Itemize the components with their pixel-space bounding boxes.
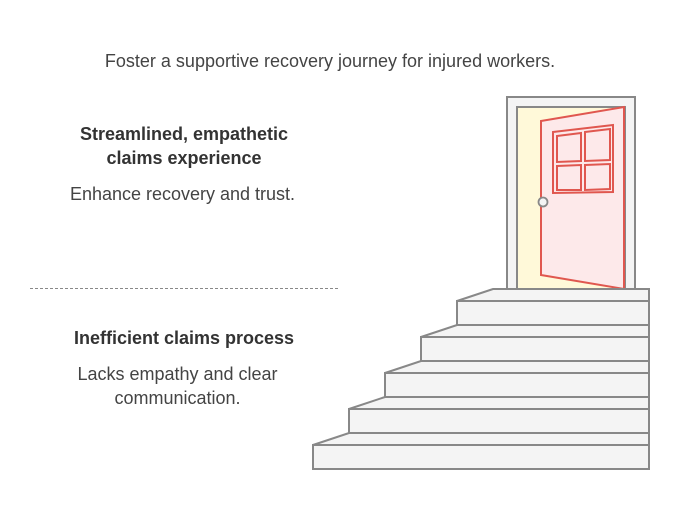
stair-step-5 — [420, 324, 650, 362]
stair-step-2 — [312, 432, 650, 470]
stair-step-6 — [456, 288, 650, 326]
top-heading-line-2: claims experience — [106, 148, 262, 168]
stair-step-3 — [348, 396, 650, 434]
section-divider — [30, 288, 338, 289]
door-window-icon — [552, 123, 614, 195]
bottom-description-line-2: communication. — [114, 388, 241, 408]
bottom-description-line-1: Lacks empathy and clear — [77, 364, 278, 384]
bottom-section-description: Lacks empathy and clear communication. — [30, 362, 325, 410]
top-heading-line-1: Streamlined, empathetic — [79, 124, 289, 144]
door-knob-icon — [537, 196, 549, 208]
top-section-description: Enhance recovery and trust. — [69, 184, 296, 204]
top-section-heading: Streamlined, empathetic claims experienc… — [40, 122, 328, 170]
open-door-icon — [537, 105, 625, 291]
bottom-section-heading: Inefficient claims process — [73, 328, 295, 348]
stair-step-4 — [384, 360, 650, 398]
diagram-title: Foster a supportive recovery journey for… — [104, 51, 556, 71]
staircase — [312, 288, 650, 470]
